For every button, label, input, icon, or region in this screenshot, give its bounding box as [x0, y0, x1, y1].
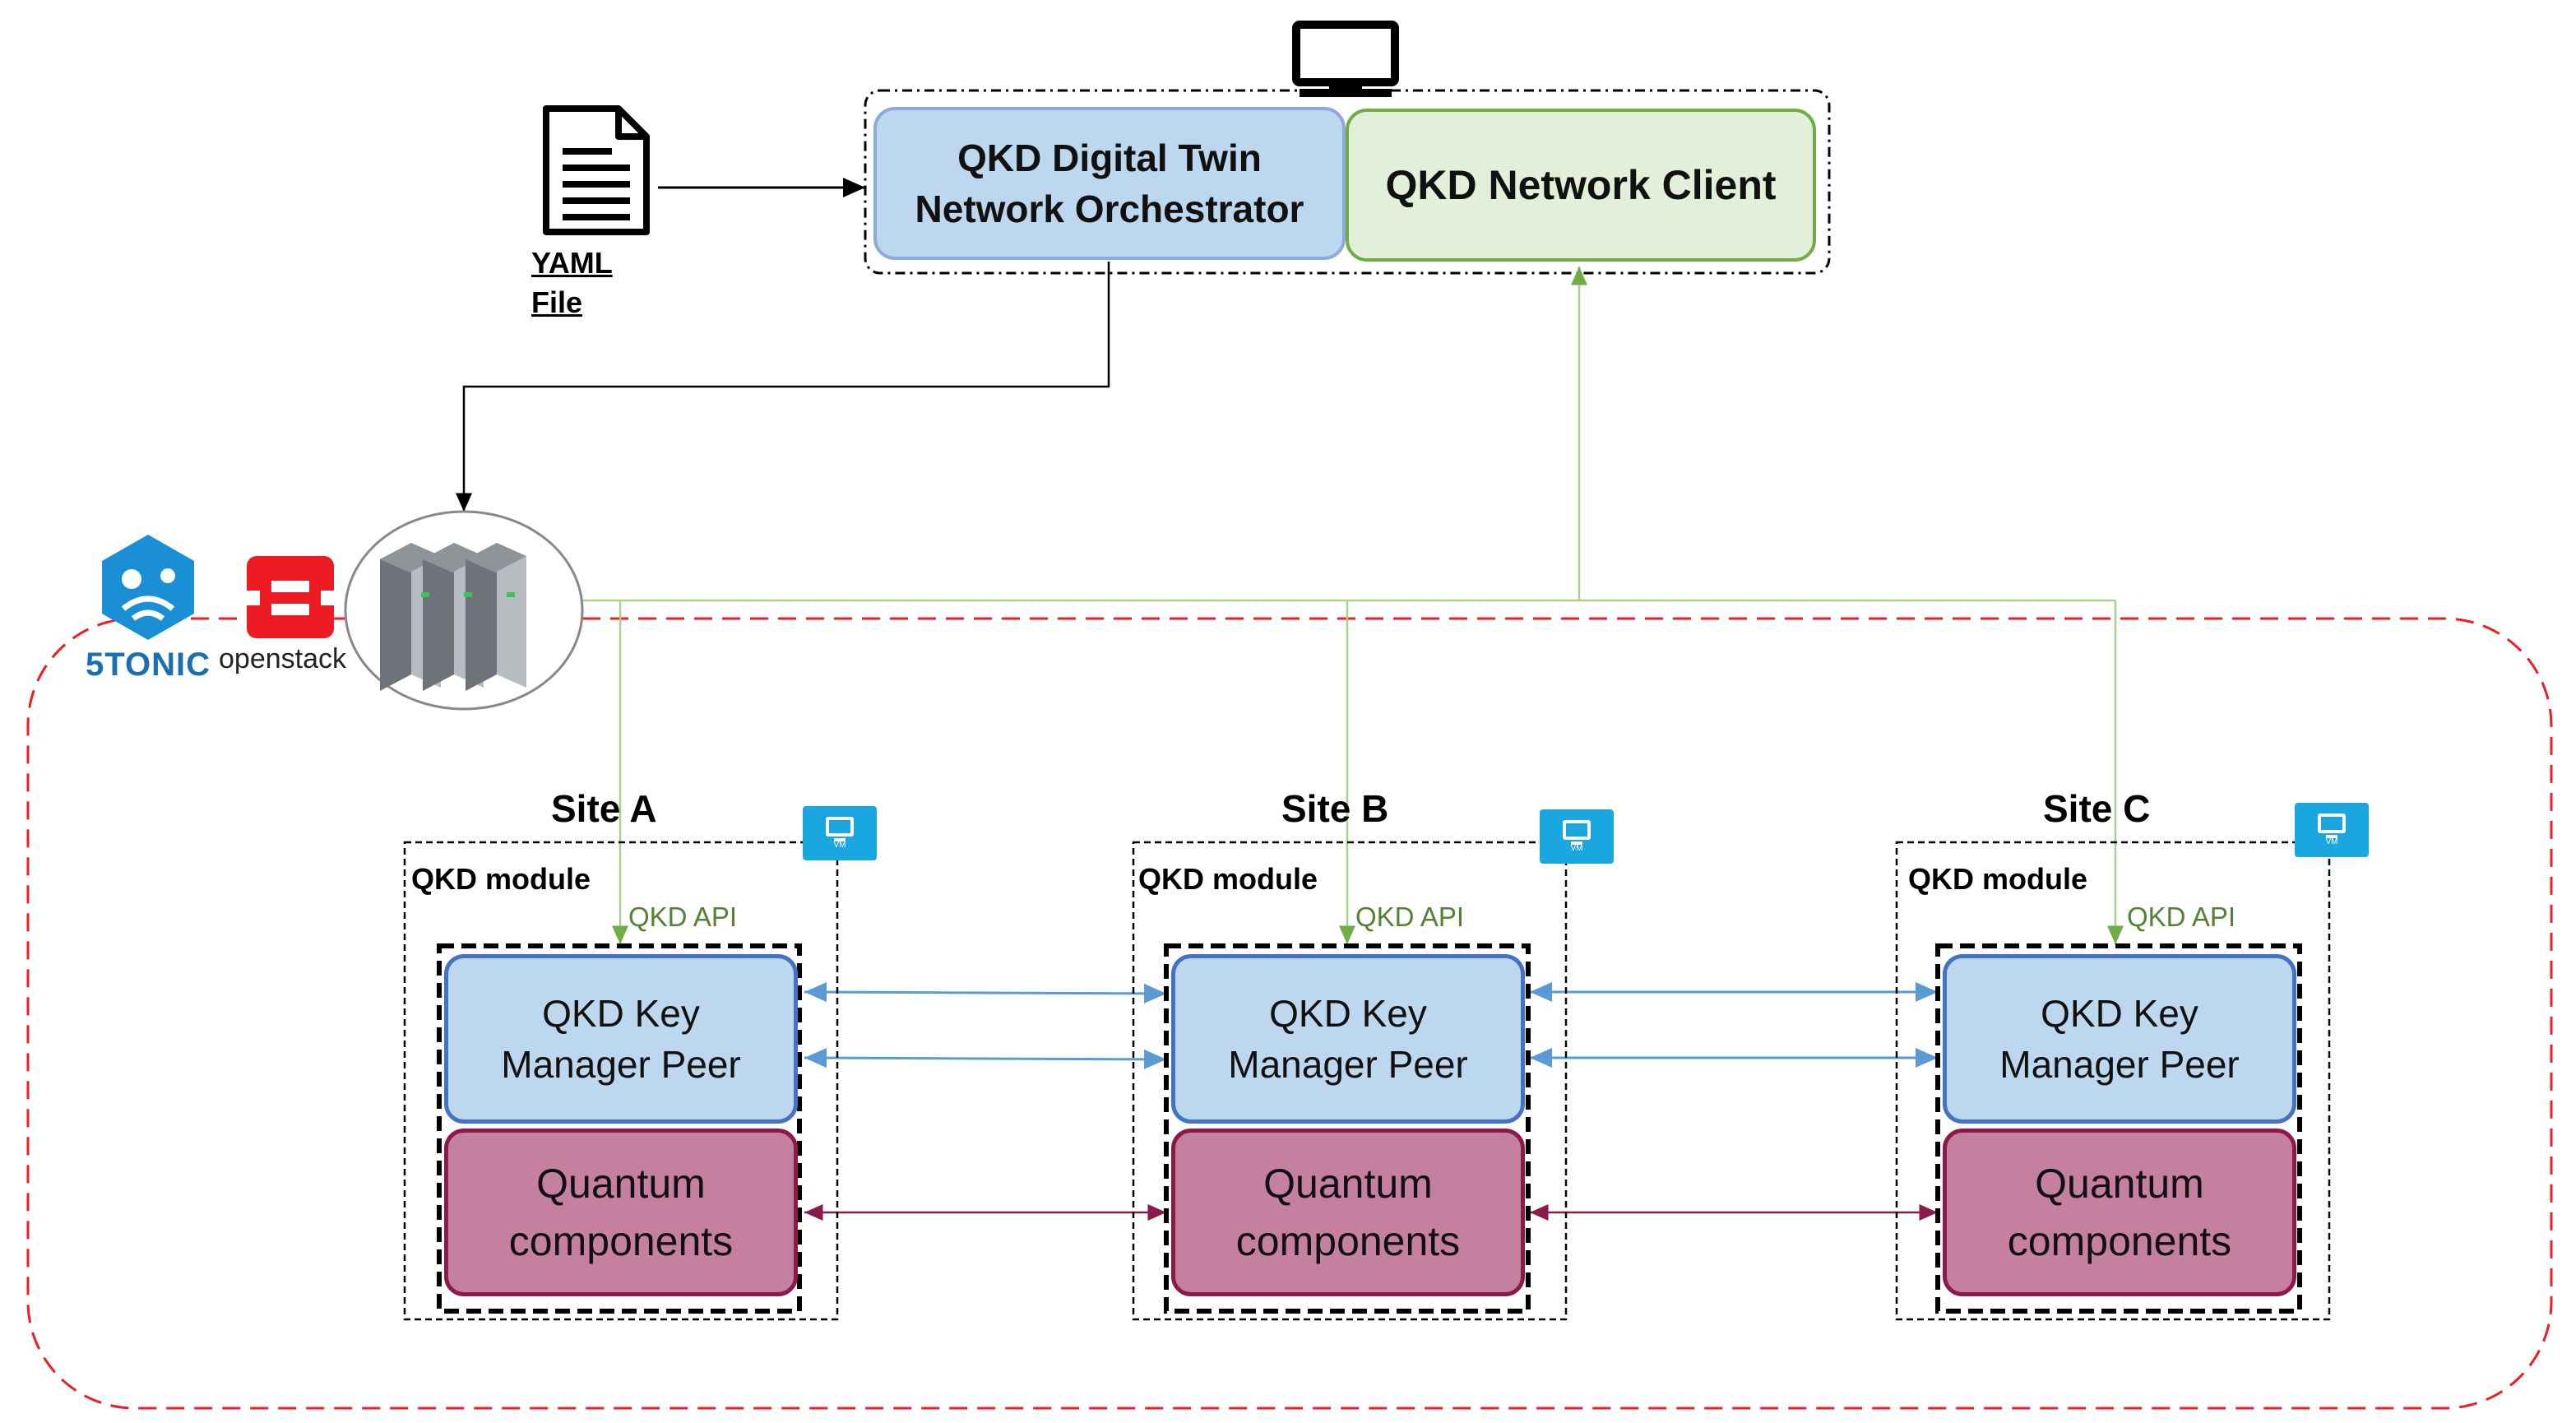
- site-b-key-manager-peer: QKD Key Manager Peer: [1171, 954, 1525, 1124]
- site-c-qc-line1: Quantum: [2035, 1161, 2204, 1207]
- site-a-title: Site A: [551, 787, 657, 830]
- qkd-module-frame-c: [1895, 841, 2331, 1321]
- site-c-title: Site C: [2043, 787, 2151, 830]
- orchestrator-line2: Network Orchestrator: [915, 188, 1304, 230]
- site-b-vm-icon: VM: [1540, 809, 1614, 864]
- orchestrator-to-servers-arrow: [456, 262, 1110, 512]
- fivetonic-logo-icon: [102, 535, 194, 640]
- site-a-module-label: QKD module: [411, 862, 591, 896]
- site-c-quantum-components: Quantum components: [1943, 1129, 2296, 1296]
- site-b-module-label: QKD module: [1138, 862, 1318, 896]
- qkd-stack-frame-c: [1935, 943, 2302, 1314]
- kmp-link-ab-2: [804, 1048, 1167, 1069]
- kmp-link-ab-1: [804, 982, 1167, 1004]
- site-b-api-label: QKD API: [1355, 902, 1465, 932]
- site-a-kmp-line1: QKD Key: [542, 992, 700, 1035]
- servers-icon: [344, 510, 584, 711]
- openstack-logo-text: openstack: [219, 643, 346, 674]
- qkd-module-frame-b: [1132, 841, 1568, 1321]
- site-c-kmp-line2: Manager Peer: [1999, 1043, 2240, 1086]
- yaml-line1: YAML: [531, 246, 613, 280]
- yaml-line2: File: [531, 285, 583, 319]
- site-a-kmp-line2: Manager Peer: [501, 1043, 741, 1086]
- site-a-api-label: QKD API: [628, 902, 738, 932]
- site-c-kmp-line1: QKD Key: [2041, 992, 2198, 1035]
- site-c-qc-line2: components: [2007, 1218, 2232, 1264]
- site-b-quantum-components: Quantum components: [1171, 1129, 1525, 1296]
- document-icon: [543, 105, 650, 235]
- site-c-key-manager-peer: QKD Key Manager Peer: [1943, 954, 2296, 1124]
- site-c-api-label: QKD API: [2127, 902, 2236, 932]
- site-a-vm-text: VM: [833, 841, 846, 850]
- site-b-kmp-line2: Manager Peer: [1228, 1043, 1468, 1086]
- site-a-quantum-components: Quantum components: [444, 1129, 798, 1296]
- qkd-module-frame-a: [403, 841, 839, 1321]
- orchestrator-line1: QKD Digital Twin: [957, 137, 1262, 179]
- site-b-qc-line2: components: [1235, 1218, 1461, 1264]
- qkd-stack-frame-b: [1164, 943, 1531, 1314]
- site-c-vm-icon: VM: [2295, 803, 2369, 857]
- site-b-kmp-line1: QKD Key: [1269, 992, 1427, 1035]
- site-c-module-label: QKD module: [1908, 862, 2088, 896]
- site-a-qc-line2: components: [508, 1218, 734, 1264]
- network-client-label: QKD Network Client: [1385, 162, 1777, 208]
- fivetonic-logo-text: 5TONIC: [86, 647, 211, 683]
- site-a-key-manager-peer: QKD Key Manager Peer: [444, 954, 798, 1124]
- yaml-file-label: YAML File: [531, 243, 613, 322]
- openstack-logo-icon: [247, 556, 334, 638]
- site-a-vm-icon: VM: [803, 806, 877, 860]
- monitor-icon: [1292, 21, 1399, 97]
- network-client-box: QKD Network Client: [1346, 109, 1816, 262]
- orchestrator-box: QKD Digital Twin Network Orchestrator: [873, 107, 1346, 260]
- site-b-vm-text: VM: [1570, 844, 1583, 853]
- site-c-vm-text: VM: [2325, 837, 2338, 846]
- site-a-qc-line1: Quantum: [536, 1161, 706, 1207]
- qkd-stack-frame-a: [437, 943, 802, 1314]
- site-b-qc-line1: Quantum: [1263, 1161, 1433, 1207]
- infrastructure-boundary: [26, 617, 2553, 1410]
- site-b-title: Site B: [1281, 787, 1389, 830]
